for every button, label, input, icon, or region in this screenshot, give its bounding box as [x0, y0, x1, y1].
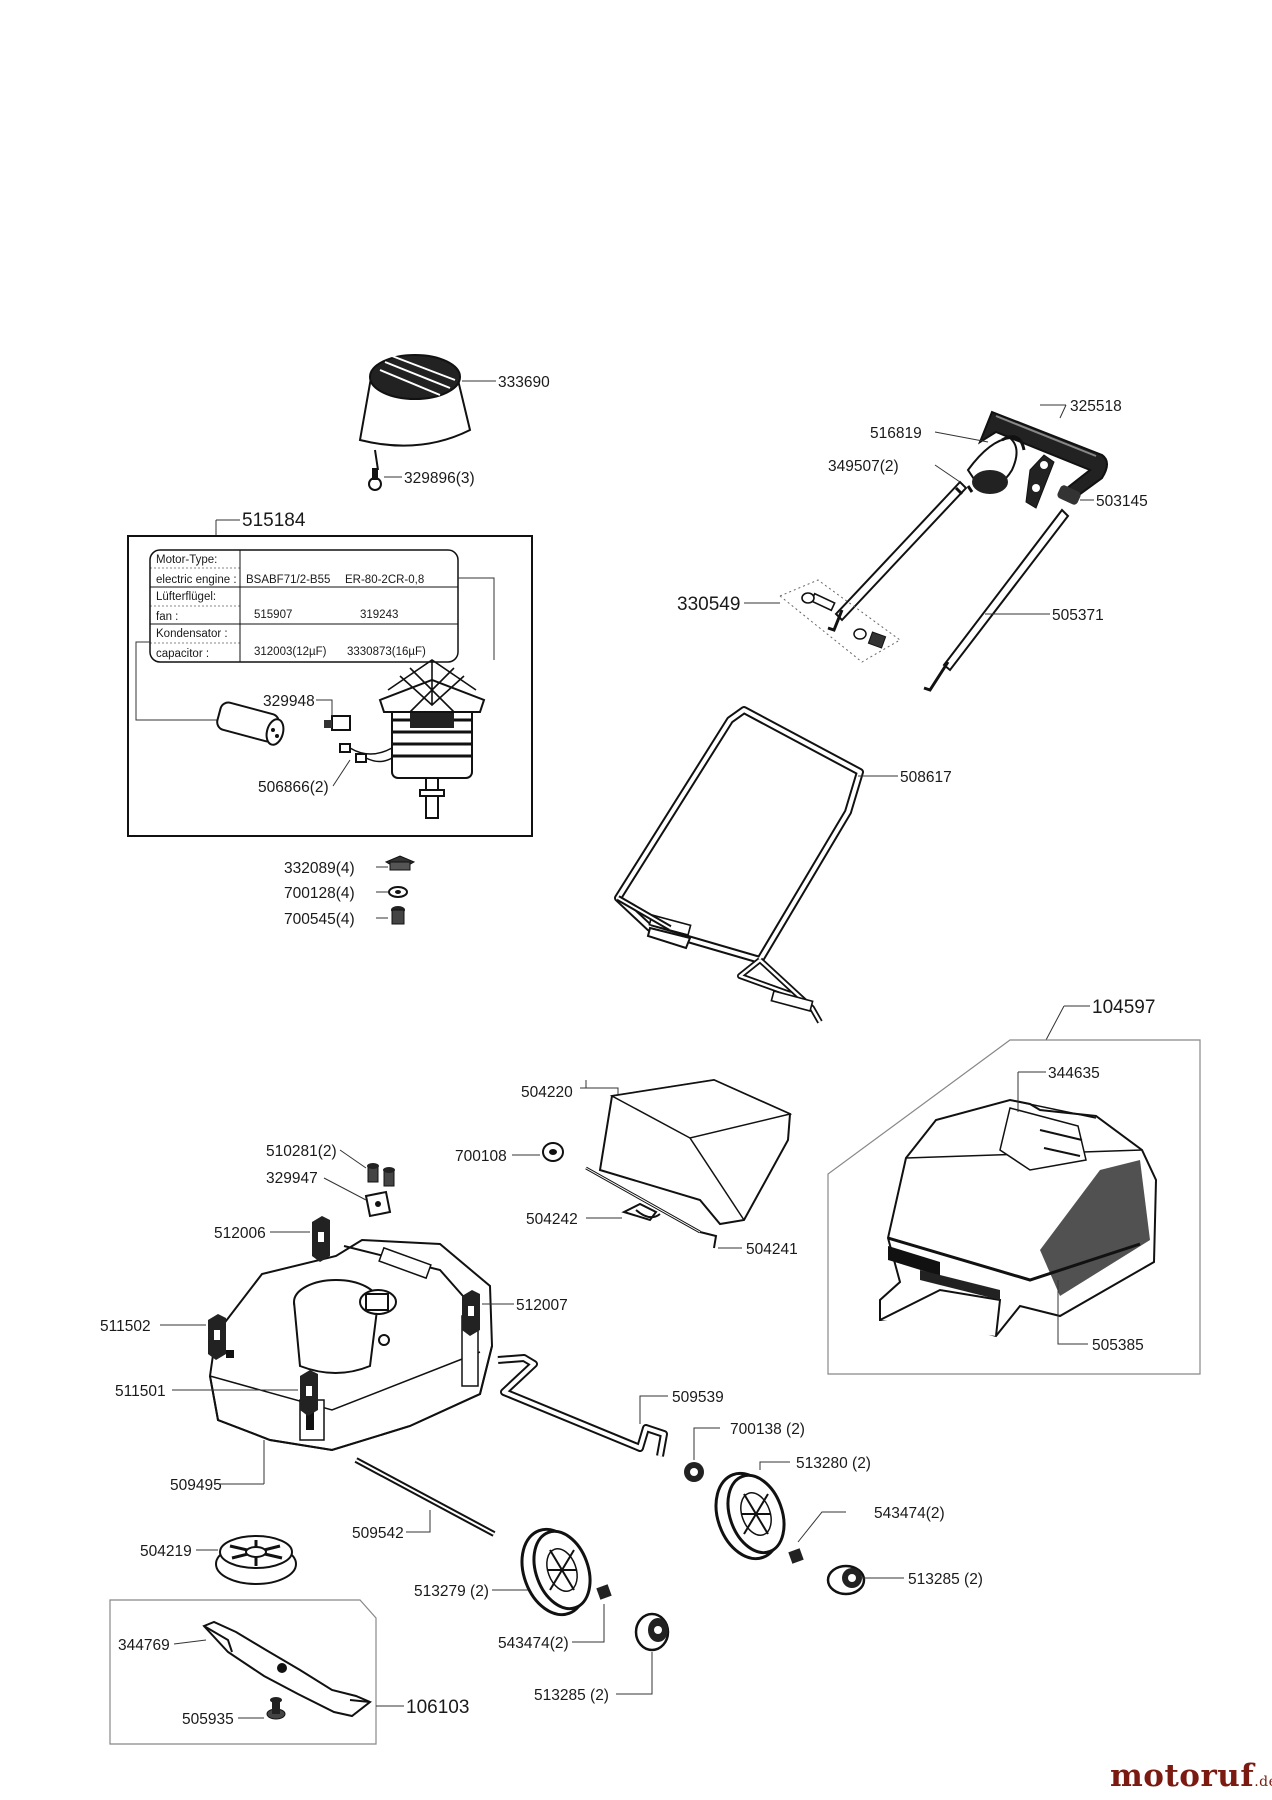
table-capacitor-val2: 3330873(16µF) — [347, 646, 426, 658]
label-509495: 509495 — [170, 1477, 222, 1494]
wheel-cap-upper-part — [826, 1564, 866, 1596]
label-344635: 344635 — [1048, 1065, 1100, 1082]
table-fan-label-de: Lüfterflügel: — [156, 591, 216, 603]
label-513285-lower: 513285 (2) — [534, 1687, 609, 1704]
rear-axle-part — [497, 1354, 668, 1457]
table-motor-type-label: Motor-Type: — [156, 554, 217, 566]
upper-handle-part — [827, 410, 1108, 692]
clip-511501-part — [300, 1370, 318, 1416]
label-515184: 515184 — [242, 510, 306, 531]
table-fan-val2: 319243 — [360, 609, 398, 621]
label-700108: 700108 — [455, 1148, 507, 1165]
watermark-brand: motoruf — [1110, 1758, 1255, 1794]
label-543474-lower: 543474(2) — [498, 1635, 569, 1652]
brush-holder-part — [331, 715, 351, 731]
nut-part — [384, 855, 416, 871]
flap-spring-part — [621, 1202, 661, 1222]
table-capacitor-val1: 312003(12µF) — [254, 646, 327, 658]
flap-nut-part — [542, 1142, 564, 1162]
label-504220: 504220 — [521, 1084, 573, 1101]
label-505935: 505935 — [182, 1711, 234, 1728]
label-349507: 349507(2) — [828, 458, 899, 475]
label-511501: 511501 — [115, 1383, 166, 1400]
table-motor-type-val1: BSABF71/2-B55 — [246, 574, 330, 586]
capacitor-part — [216, 701, 285, 746]
mower-deck-part — [208, 1238, 494, 1452]
label-329947: 329947 — [266, 1170, 318, 1187]
label-330549: 330549 — [677, 594, 740, 615]
brush-part — [339, 743, 393, 763]
rear-wheel-part — [714, 1471, 786, 1561]
motor-cover-part — [358, 354, 472, 491]
deck-screws-part — [364, 1163, 395, 1218]
label-513279: 513279 (2) — [414, 1583, 489, 1600]
rear-flap-part — [585, 1078, 793, 1249]
table-electric-engine-label: electric engine : — [156, 574, 237, 586]
watermark-tld: .de — [1254, 1774, 1272, 1790]
label-509542: 509542 — [352, 1525, 404, 1542]
label-509539: 509539 — [672, 1389, 724, 1406]
label-700128: 700128(4) — [284, 885, 355, 902]
label-516819: 516819 — [870, 425, 922, 442]
table-fan-label-en: fan : — [156, 611, 178, 623]
label-504219: 504219 — [140, 1543, 192, 1560]
wheel-cap-lower-part — [634, 1612, 670, 1652]
fan-part — [215, 1535, 297, 1585]
table-motor-type-val2: ER-80-2CR-0,8 — [345, 574, 424, 586]
table-capacitor-label-de: Kondensator : — [156, 628, 228, 640]
front-wheel-part — [520, 1527, 592, 1617]
motor-group-box — [127, 535, 533, 837]
table-fan-val1: 515907 — [254, 609, 292, 621]
label-700138: 700138 (2) — [730, 1421, 805, 1438]
label-504242: 504242 — [526, 1211, 578, 1228]
label-504241: 504241 — [746, 1241, 798, 1258]
wheel-clip-lower-part — [596, 1584, 612, 1600]
label-512007: 512007 — [516, 1297, 568, 1314]
watermark-logo: motoruf.de — [1110, 1758, 1272, 1794]
axle-washer-part — [684, 1462, 704, 1482]
label-344769: 344769 — [118, 1637, 170, 1654]
screw-part — [391, 906, 405, 925]
label-543474-upper: 543474(2) — [874, 1505, 945, 1522]
label-505371: 505371 — [1052, 607, 1104, 624]
label-511502: 511502 — [100, 1318, 151, 1335]
label-513280: 513280 (2) — [796, 1455, 871, 1472]
blade-group-outline — [109, 1599, 377, 1745]
wheel-clip-upper-part — [788, 1548, 804, 1564]
label-333690: 333690 — [498, 374, 550, 391]
label-104597: 104597 — [1092, 997, 1155, 1018]
label-329948: 329948 — [263, 693, 315, 710]
table-capacitor-label-en: capacitor : — [156, 648, 209, 660]
electric-motor-part — [378, 659, 486, 819]
label-106103: 106103 — [406, 1697, 469, 1718]
blade-bolt-part — [266, 1697, 286, 1720]
label-503145: 503145 — [1096, 493, 1148, 510]
bolt-kit-part — [779, 579, 901, 663]
blade-part — [202, 1620, 372, 1718]
label-512006: 512006 — [214, 1225, 266, 1242]
motor-spec-table: Motor-Type: electric engine : BSABF71/2-… — [135, 549, 495, 721]
grass-box-group-outline — [827, 1039, 1201, 1375]
label-506866: 506866(2) — [258, 779, 329, 796]
label-510281: 510281(2) — [266, 1143, 337, 1160]
label-332089: 332089(4) — [284, 860, 355, 877]
clip-512006-part — [312, 1216, 330, 1262]
clip-511502-part — [208, 1314, 226, 1360]
grass-box-part — [879, 1098, 1158, 1338]
label-513285-upper: 513285 (2) — [908, 1571, 983, 1588]
label-700545: 700545(4) — [284, 911, 355, 928]
label-505385: 505385 — [1092, 1337, 1144, 1354]
label-329896: 329896(3) — [404, 470, 475, 487]
lower-handle-part — [614, 706, 864, 1024]
clip-512007-part — [462, 1290, 480, 1336]
label-508617: 508617 — [900, 769, 952, 786]
label-325518: 325518 — [1070, 398, 1122, 415]
